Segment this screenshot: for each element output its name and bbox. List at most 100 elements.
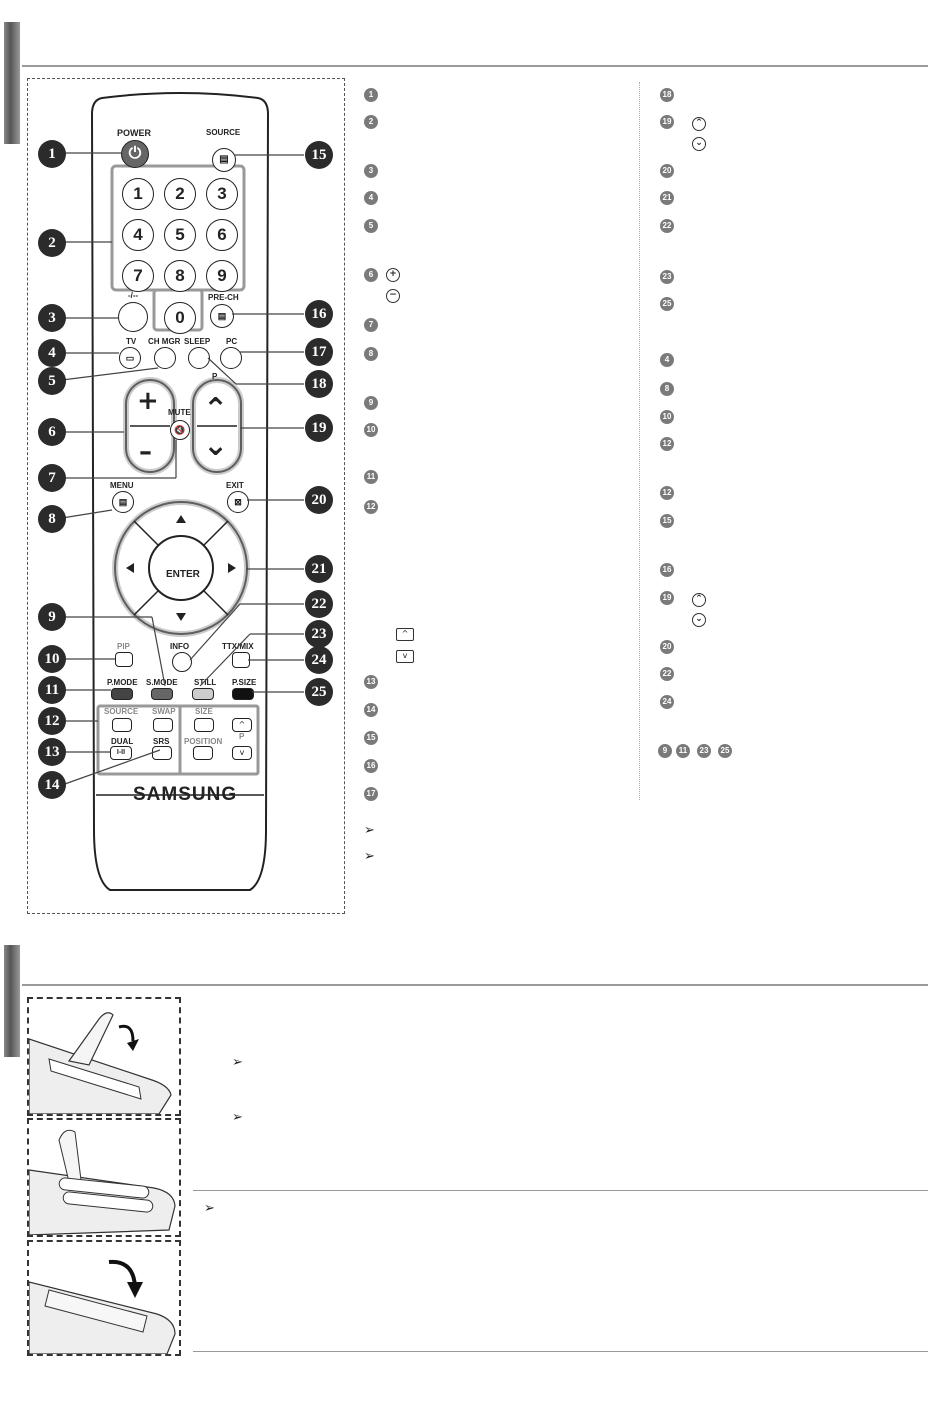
tv-button[interactable]: ▭ — [119, 347, 141, 369]
smode-button[interactable] — [151, 688, 173, 700]
callout-10: 10 — [38, 645, 66, 673]
remote-body — [90, 92, 270, 891]
digit-6-button[interactable]: 6 — [206, 219, 238, 251]
list-right-4: 4 — [660, 353, 674, 367]
mute-label: MUTE — [168, 408, 191, 417]
info-label: INFO — [170, 642, 190, 651]
callout-13: 13 — [38, 738, 66, 766]
battery-step-1-frame — [27, 997, 181, 1116]
source2-label: SOURCE — [104, 707, 139, 716]
swap-button[interactable] — [153, 718, 173, 732]
chmgr-button[interactable] — [154, 347, 176, 369]
dash-button[interactable] — [118, 302, 148, 332]
list-left-11: 11 — [364, 470, 378, 484]
column-divider — [639, 82, 640, 800]
channel-down-button[interactable]: ⌄ — [203, 428, 229, 463]
digit-4-button[interactable]: 4 — [122, 219, 154, 251]
list-left-1: 1 — [364, 88, 378, 102]
section-divider-top — [22, 65, 928, 67]
callout-3: 3 — [38, 304, 66, 332]
callout-23: 23 — [305, 620, 333, 648]
callout-1: 1 — [38, 140, 66, 168]
note-arrow-icon: ➢ — [364, 823, 375, 838]
info-button[interactable] — [172, 652, 192, 672]
pip-button[interactable] — [115, 652, 133, 667]
note-arrow-icon: ➢ — [364, 849, 375, 864]
size-button[interactable] — [194, 718, 214, 732]
callout-6: 6 — [38, 418, 66, 446]
menu-button[interactable]: ▤ — [112, 491, 134, 513]
callout-14: 14 — [38, 771, 66, 799]
callout-2: 2 — [38, 229, 66, 257]
digit-2-button[interactable]: 2 — [164, 178, 196, 210]
callout-8: 8 — [38, 505, 66, 533]
pmode-button[interactable] — [111, 688, 133, 700]
list-right-20: 20 — [660, 164, 674, 178]
list-left-16: 16 — [364, 759, 378, 773]
dual-label: DUAL — [111, 737, 134, 746]
list-right-10: 10 — [660, 410, 674, 424]
digit-0-button[interactable]: 0 — [164, 302, 196, 334]
page-down-symbol: v — [396, 650, 414, 663]
list-left-15: 15 — [364, 731, 378, 745]
power-button[interactable]: ⏻ — [121, 140, 149, 168]
position-button[interactable] — [193, 746, 213, 760]
volume-up-button[interactable]: + — [137, 386, 159, 416]
still-button[interactable] — [192, 688, 214, 700]
pip-channel-down-button[interactable]: v — [232, 746, 252, 760]
callout-5: 5 — [38, 367, 66, 395]
list-left-3: 3 — [364, 164, 378, 178]
pip-channel-up-button[interactable]: ^ — [232, 718, 252, 732]
channel-up-symbol: ⌃ — [692, 593, 706, 607]
psize-button[interactable] — [232, 688, 254, 700]
callout-12: 12 — [38, 707, 66, 735]
list-bottom-25: 25 — [718, 744, 732, 758]
source-button[interactable]: ▤ — [212, 148, 236, 172]
list-right-23: 23 — [660, 270, 674, 284]
dual-button[interactable]: I-II — [110, 746, 132, 760]
list-right-12b: 12 — [660, 486, 674, 500]
callout-4: 4 — [38, 339, 66, 367]
channel-down-symbol: ⌄ — [692, 613, 706, 627]
volume-down-button[interactable]: – — [139, 437, 152, 467]
exit-label: EXIT — [226, 481, 244, 490]
callout-11: 11 — [38, 676, 66, 704]
digit-1-button[interactable]: 1 — [122, 178, 154, 210]
list-left-7: 7 — [364, 318, 378, 332]
digit-7-button[interactable]: 7 — [122, 260, 154, 292]
callout-7: 7 — [38, 464, 66, 492]
pmode-label: P.MODE — [107, 678, 138, 687]
digit-8-button[interactable]: 8 — [164, 260, 196, 292]
size-label: SIZE — [195, 707, 213, 716]
list-left-9: 9 — [364, 396, 378, 410]
prech-button[interactable]: ▤ — [210, 304, 234, 328]
pc-button[interactable] — [220, 347, 242, 369]
digit-9-button[interactable]: 9 — [206, 260, 238, 292]
digit-5-button[interactable]: 5 — [164, 219, 196, 251]
battery-insert-illustration — [29, 1129, 176, 1235]
pip-label: PIP — [117, 642, 130, 651]
smode-label: S.MODE — [146, 678, 178, 687]
digit-3-button[interactable]: 3 — [206, 178, 238, 210]
list-right-19b: 19 — [660, 591, 674, 605]
list-right-12a: 12 — [660, 437, 674, 451]
exit-button[interactable]: ⊠ — [227, 491, 249, 513]
callout-16: 16 — [305, 300, 333, 328]
callout-17: 17 — [305, 338, 333, 366]
enter-label[interactable]: ENTER — [166, 569, 200, 580]
menu-label: MENU — [110, 481, 134, 490]
pip-source-button[interactable] — [112, 718, 132, 732]
list-right-18: 18 — [660, 88, 674, 102]
list-right-22: 22 — [660, 219, 674, 233]
list-right-15: 15 — [660, 514, 674, 528]
callout-24: 24 — [305, 646, 333, 674]
callout-9: 9 — [38, 603, 66, 631]
srs-label: SRS — [153, 737, 170, 746]
list-right-8: 8 — [660, 382, 674, 396]
channel-up-button[interactable]: ⌃ — [203, 392, 229, 427]
mute-button[interactable]: 🔇 — [170, 420, 190, 440]
sleep-button[interactable] — [188, 347, 210, 369]
list-right-19: 19 — [660, 115, 674, 129]
list-right-22b: 22 — [660, 667, 674, 681]
list-left-5: 5 — [364, 219, 378, 233]
